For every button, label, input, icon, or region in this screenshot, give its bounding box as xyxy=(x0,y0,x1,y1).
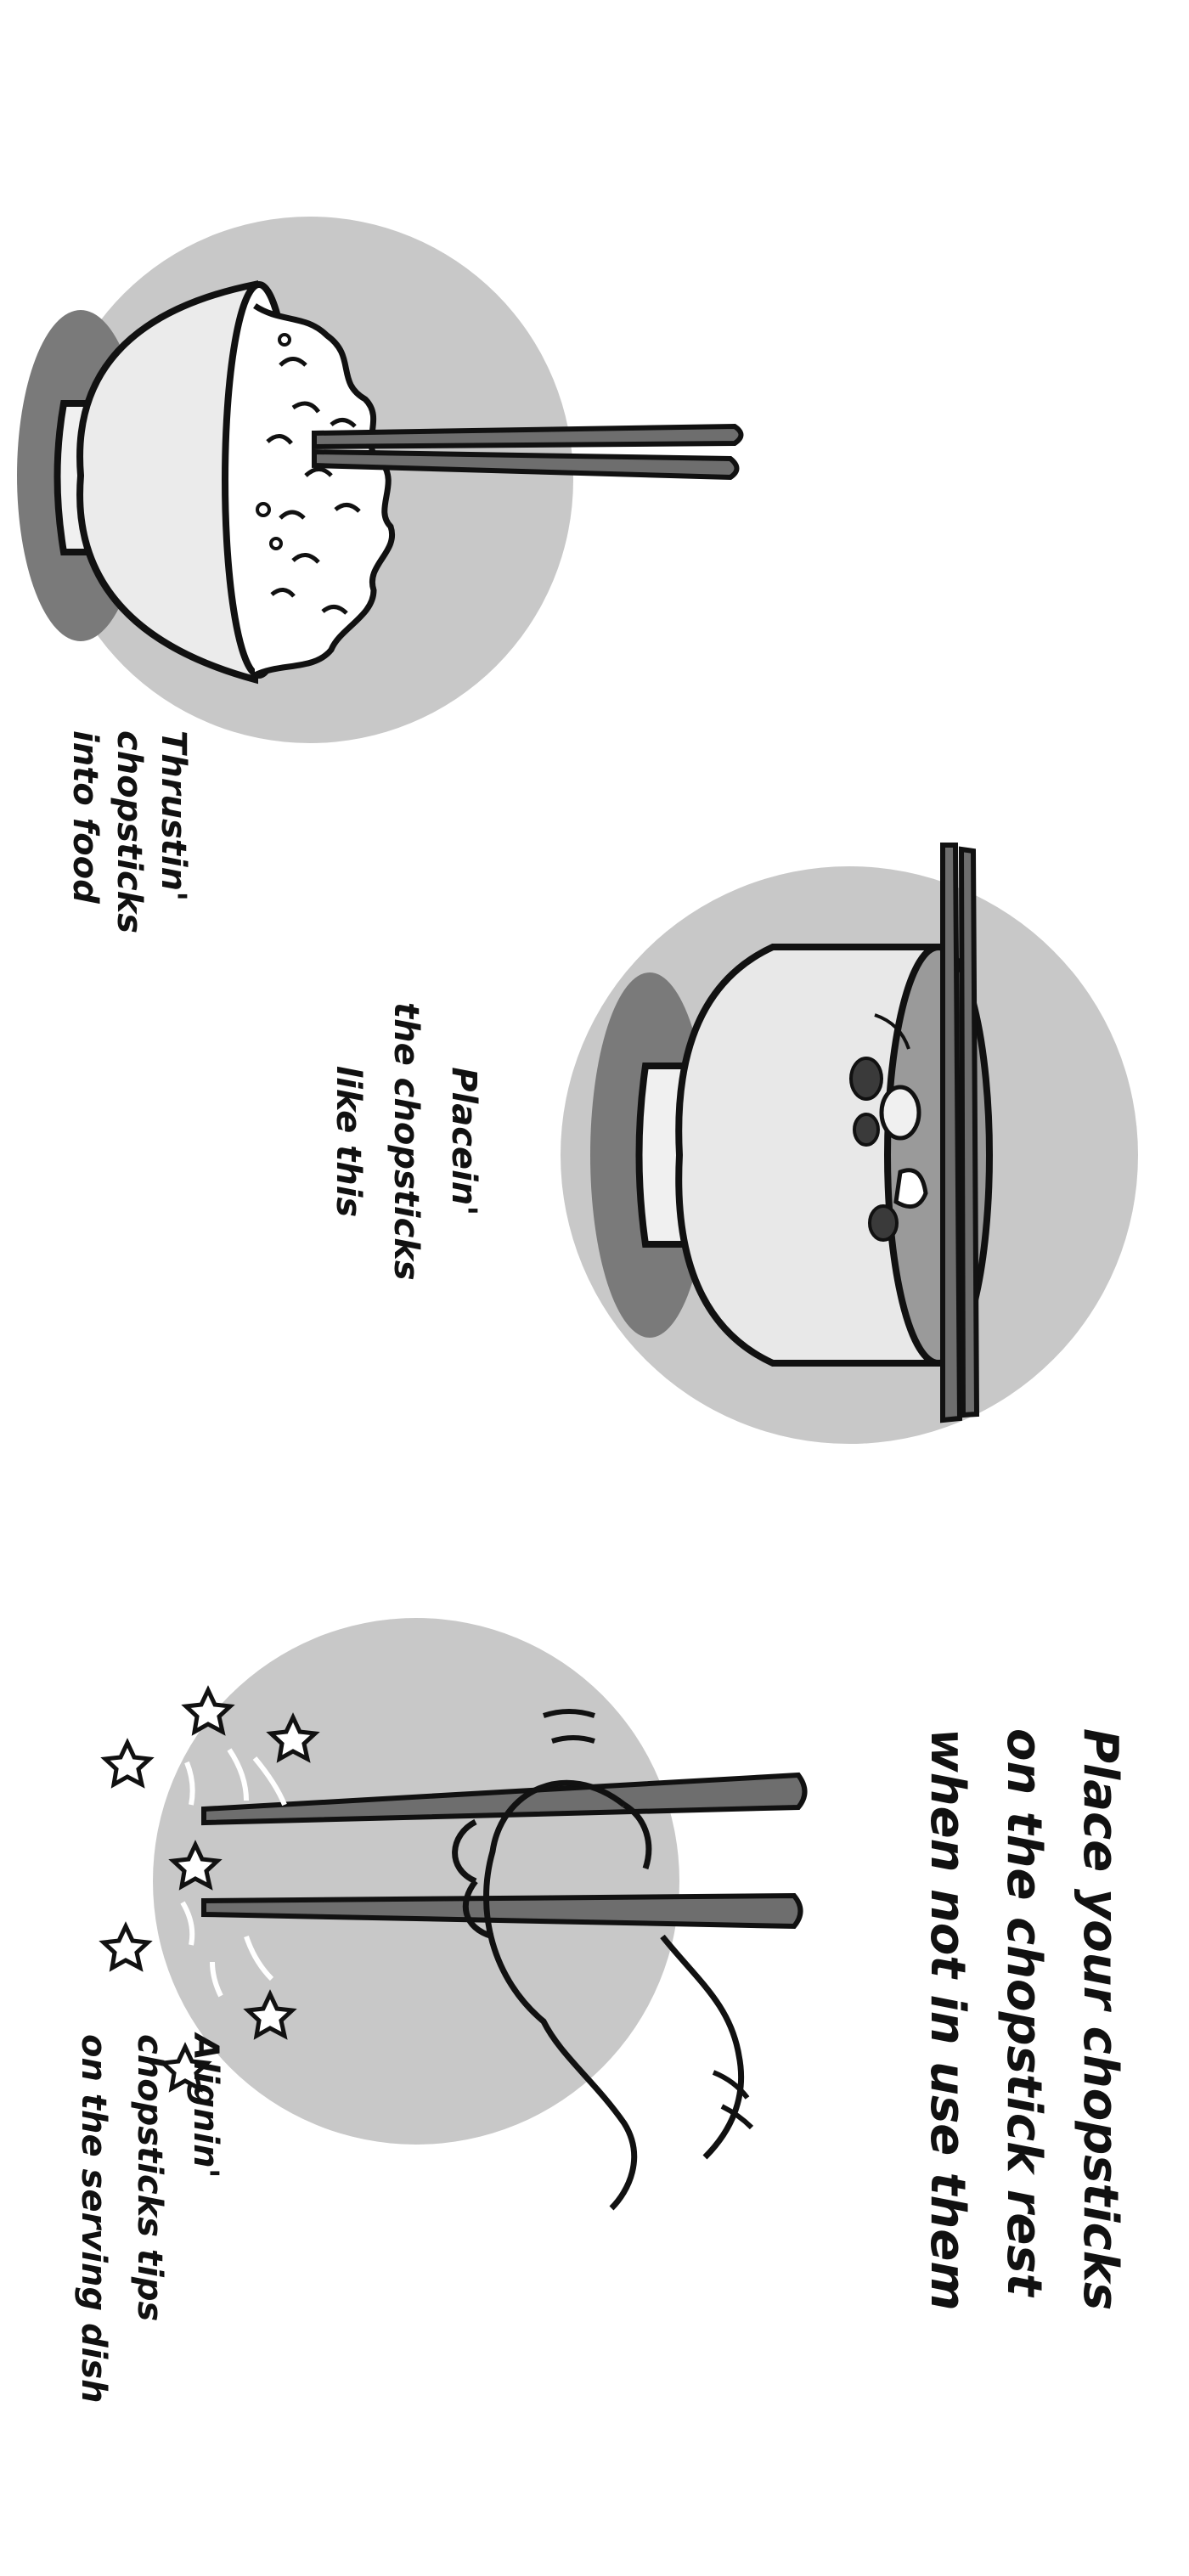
caption-align-line-3: on the serving dish xyxy=(74,2034,113,2404)
chopsticks-in-rice xyxy=(312,423,744,481)
caption-align: Alignin' chopsticks tips on the serving … xyxy=(65,2034,234,2404)
caption-thrust-line-1: Thrustin' xyxy=(154,730,193,902)
title-line-1: Place your chopsticks xyxy=(1073,1728,1128,2311)
soup-bowl-icon xyxy=(561,866,1138,1444)
hand-chopsticks-icon xyxy=(153,1618,808,2211)
caption-place-line-1: Placein' xyxy=(444,1067,483,1216)
page-title: Place your chopsticks on the chopstick r… xyxy=(909,1728,1138,2311)
caption-place-line-3: like this xyxy=(329,1065,368,1218)
caption-place-line-2: the chopsticks xyxy=(386,1002,425,1281)
chopsticks-across-bowl xyxy=(940,843,980,1423)
rice-bowl-icon xyxy=(17,217,573,743)
title-line-2: on the chopstick rest xyxy=(996,1728,1051,2297)
caption-place: Placein' the chopsticks like this xyxy=(319,1002,493,1281)
star-icon xyxy=(99,1685,320,2093)
caption-thrust: Thrustin' chopsticks into food xyxy=(63,730,195,933)
caption-align-line-1: Alignin' xyxy=(186,2034,225,2179)
caption-align-line-2: chopsticks tips xyxy=(130,2034,169,2322)
title-line-3: when not in use them xyxy=(920,1728,975,2311)
caption-thrust-line-2: chopsticks xyxy=(110,730,149,934)
caption-thrust-line-3: into food xyxy=(65,730,104,904)
